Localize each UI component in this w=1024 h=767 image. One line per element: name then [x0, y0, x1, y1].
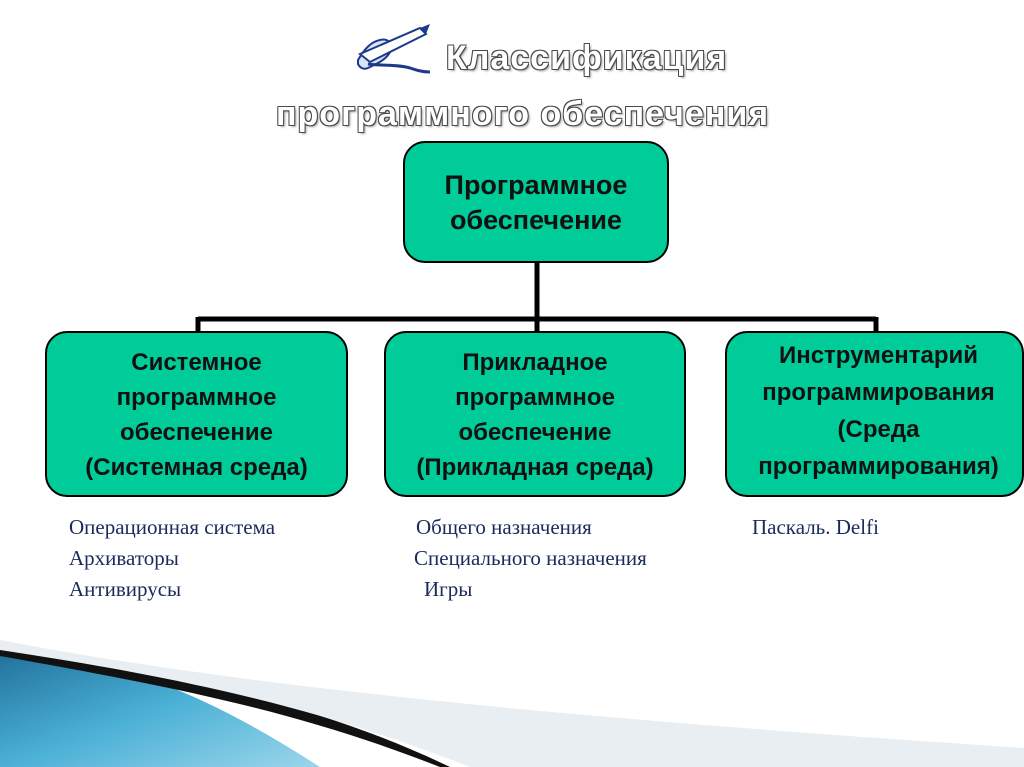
examples-system-list: Операционная система Архиваторы Антивиру…: [69, 512, 275, 605]
list-item: Антивирусы: [69, 577, 182, 601]
slide-title-line-1: Классификация: [446, 39, 728, 77]
node-line: Системное: [131, 349, 262, 376]
root-node-line: Программное: [444, 170, 628, 200]
node-line: (Прикладная среда): [416, 454, 654, 481]
decor-black-stripe: [0, 648, 450, 767]
node-line: Прикладное: [462, 349, 608, 376]
decor-light-stripe: [0, 640, 1024, 767]
examples-tools-list: Паскаль. Delfi: [752, 512, 879, 543]
node-programming-tools: Инструментарий программирования (Среда п…: [725, 331, 1024, 497]
node-line: (Системная среда): [85, 454, 308, 481]
examples-applied-list: Общего назначения Специального назначени…: [414, 512, 647, 605]
node-line: Инструментарий: [778, 342, 979, 369]
node-line: программное: [455, 384, 615, 411]
node-line: обеспечение: [120, 419, 273, 446]
list-item: Операционная система: [69, 515, 276, 539]
list-item: Общего назначения: [416, 515, 592, 539]
list-item: Игры: [424, 577, 473, 601]
pen-writing-icon: [357, 24, 431, 74]
list-item: Паскаль. Delfi: [752, 515, 879, 539]
list-item: Специального назначения: [414, 546, 647, 570]
node-line: (Среда: [837, 416, 920, 443]
node-line: программирования: [762, 379, 995, 406]
slide-title-line-2: программного обеспечения: [276, 95, 770, 133]
node-applied-software: Прикладное программное обеспечение (Прик…: [384, 331, 686, 497]
node-line: программное: [116, 384, 277, 411]
node-system-software: Системное программное обеспечение (Систе…: [45, 331, 348, 497]
root-node-line: обеспечение: [449, 205, 623, 235]
list-item: Архиваторы: [69, 546, 179, 570]
decor-blue-wave: [0, 648, 320, 767]
root-node-software: Программное обеспечение: [403, 141, 669, 263]
node-line: программирования): [758, 453, 999, 480]
node-line: обеспечение: [458, 419, 612, 446]
